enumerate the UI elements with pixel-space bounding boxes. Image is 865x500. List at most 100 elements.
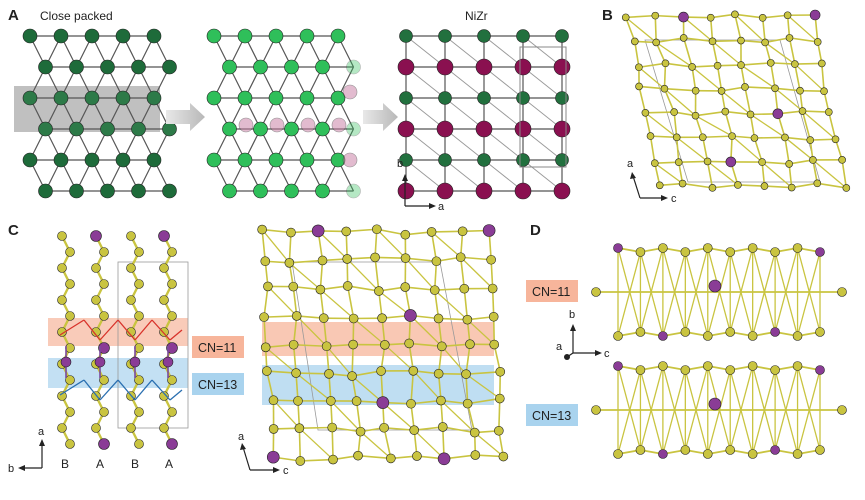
atom bbox=[238, 117, 254, 133]
atom bbox=[268, 152, 284, 168]
atom bbox=[703, 157, 712, 166]
atom bbox=[397, 182, 415, 200]
bond bbox=[376, 228, 406, 236]
atom bbox=[397, 58, 415, 76]
atom bbox=[400, 253, 411, 263]
atom bbox=[167, 375, 177, 385]
bond bbox=[729, 365, 754, 451]
atom bbox=[65, 279, 75, 289]
atom bbox=[652, 38, 660, 47]
panel-a: A Close packed NiZr b a bbox=[8, 7, 571, 213]
bond bbox=[440, 400, 476, 434]
atom bbox=[222, 59, 237, 75]
axis-label-b-cl: b bbox=[8, 463, 14, 475]
bond bbox=[734, 14, 742, 41]
bond bbox=[434, 287, 465, 291]
bond bbox=[317, 230, 348, 260]
bond bbox=[734, 13, 763, 19]
bond bbox=[483, 35, 524, 68]
atom bbox=[747, 449, 758, 459]
atom bbox=[353, 450, 363, 461]
atom bbox=[346, 59, 361, 75]
bond bbox=[351, 370, 382, 377]
bond bbox=[617, 369, 642, 455]
atom bbox=[437, 422, 448, 432]
bond bbox=[750, 113, 786, 138]
atom bbox=[475, 120, 493, 138]
atom bbox=[348, 313, 359, 324]
atom bbox=[288, 339, 299, 350]
atom bbox=[129, 356, 141, 368]
atom bbox=[734, 181, 742, 189]
bond bbox=[463, 288, 469, 320]
atom bbox=[53, 90, 69, 106]
atom bbox=[99, 407, 109, 417]
bond bbox=[691, 66, 722, 92]
atom bbox=[300, 117, 316, 133]
atom bbox=[167, 247, 177, 257]
bond bbox=[784, 136, 814, 161]
bond bbox=[466, 319, 495, 345]
atom bbox=[487, 283, 498, 294]
atom bbox=[351, 396, 362, 406]
atom bbox=[299, 28, 315, 44]
bond bbox=[353, 318, 386, 346]
bond bbox=[638, 86, 647, 113]
atom bbox=[237, 28, 253, 44]
bond bbox=[706, 161, 714, 189]
structure-b bbox=[621, 9, 851, 192]
bond bbox=[812, 159, 847, 189]
bond bbox=[682, 182, 713, 189]
bond bbox=[288, 262, 321, 291]
atom bbox=[553, 120, 571, 138]
atom bbox=[469, 427, 480, 438]
atom bbox=[613, 331, 623, 341]
atom bbox=[436, 182, 454, 200]
bond bbox=[664, 88, 696, 117]
bond bbox=[662, 365, 686, 451]
bond bbox=[794, 63, 801, 91]
atom bbox=[266, 450, 280, 464]
atom bbox=[65, 343, 75, 353]
atom bbox=[342, 84, 358, 100]
atom bbox=[661, 59, 670, 68]
bond bbox=[774, 365, 799, 451]
bond bbox=[117, 319, 136, 341]
atom bbox=[455, 252, 466, 263]
bond bbox=[498, 398, 501, 431]
atom bbox=[635, 365, 646, 375]
atom bbox=[91, 423, 101, 433]
atom bbox=[717, 87, 726, 95]
atom bbox=[702, 243, 713, 253]
atom bbox=[162, 183, 177, 199]
atom bbox=[486, 254, 496, 265]
atom bbox=[725, 327, 736, 337]
atom bbox=[680, 247, 691, 257]
atom bbox=[91, 295, 101, 305]
atom bbox=[837, 287, 847, 297]
bond bbox=[774, 87, 801, 92]
atom bbox=[680, 327, 691, 337]
atom bbox=[159, 295, 169, 305]
atom bbox=[126, 263, 136, 273]
bond bbox=[466, 403, 476, 433]
atom bbox=[747, 361, 758, 371]
bond bbox=[692, 64, 718, 68]
atom bbox=[412, 451, 422, 461]
atom bbox=[263, 281, 273, 292]
axis-label-c-b: c bbox=[671, 193, 677, 205]
bond bbox=[744, 86, 752, 115]
axis-label-c-cr: c bbox=[283, 465, 289, 477]
atom bbox=[813, 38, 822, 46]
bond bbox=[796, 251, 821, 337]
bond bbox=[261, 229, 267, 262]
bond bbox=[267, 285, 298, 317]
atom bbox=[678, 179, 687, 188]
atom bbox=[680, 365, 691, 375]
atom bbox=[134, 375, 144, 385]
atom bbox=[429, 285, 440, 295]
atom bbox=[162, 59, 177, 75]
bond bbox=[117, 379, 136, 401]
bond bbox=[769, 62, 776, 89]
atom bbox=[65, 439, 75, 449]
